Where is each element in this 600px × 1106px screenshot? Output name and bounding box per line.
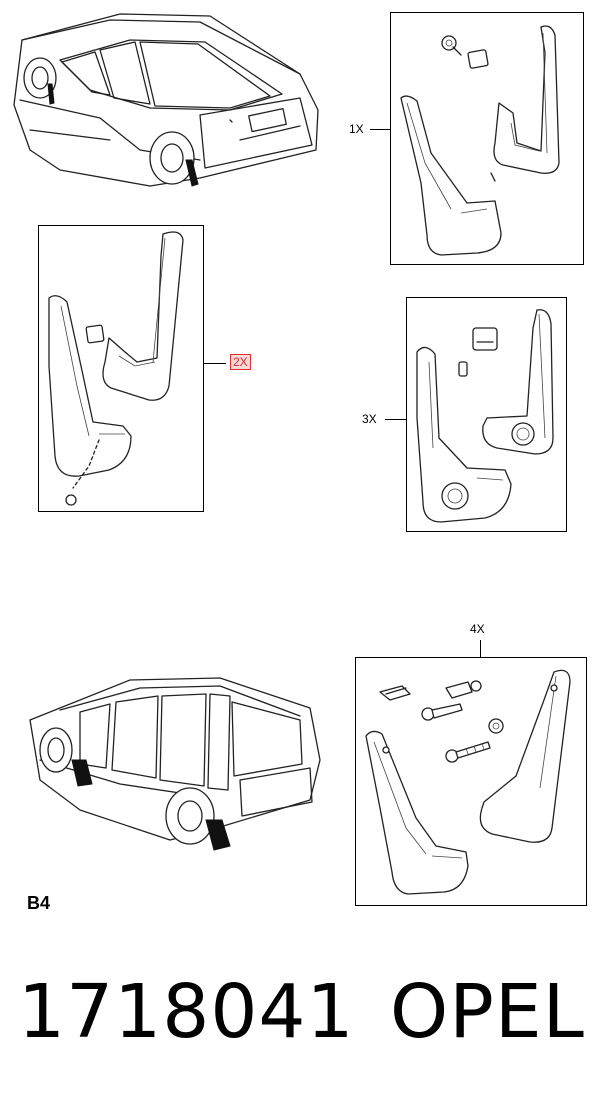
kit-2x-leader xyxy=(204,363,226,365)
mudflap-kit-3x-drawing xyxy=(416,309,554,523)
mudflap-kit-2x-drawing xyxy=(48,231,184,506)
mpv-car-illustration xyxy=(29,677,321,851)
kit-4x-label: 4X xyxy=(470,622,485,636)
kit-3x-box xyxy=(406,297,567,532)
kit-3x-leader xyxy=(385,419,406,421)
kit-2x-box xyxy=(38,225,204,512)
kit-3x-label: 3X xyxy=(362,412,377,426)
kit-1x-label: 1X xyxy=(349,122,364,136)
kit-4x-box xyxy=(355,657,587,906)
part-number: 1718041 xyxy=(18,969,355,1055)
hatchback-car-illustration xyxy=(13,13,319,187)
model-code: B4 xyxy=(27,893,51,913)
mudflap-kit-1x-drawing xyxy=(400,25,560,256)
kit-2x-label: 2X xyxy=(230,354,251,370)
kit-1x-leader xyxy=(370,129,390,131)
brand-name: OPEL xyxy=(390,969,585,1055)
mudflap-kit-4x-drawing xyxy=(365,669,571,895)
kit-1x-box xyxy=(390,12,584,265)
kit-4x-leader xyxy=(480,640,482,657)
